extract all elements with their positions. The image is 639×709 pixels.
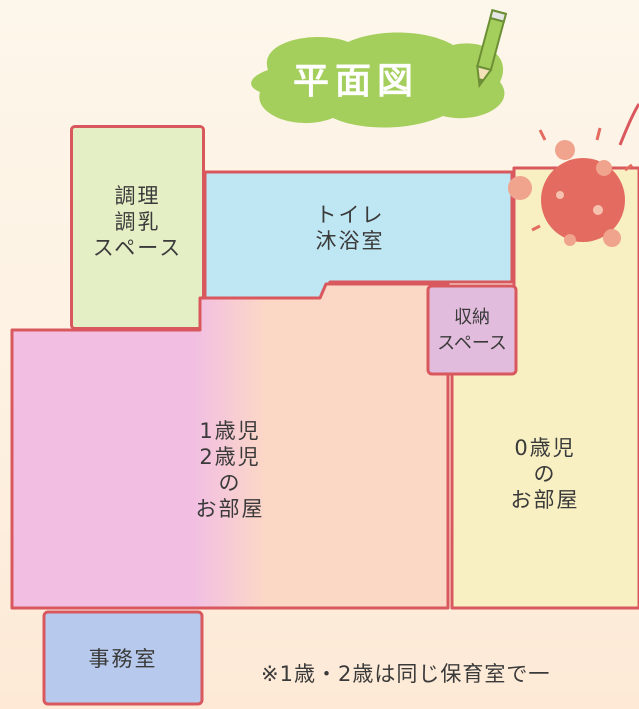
page-title: 平面図 — [292, 61, 419, 102]
title-blob — [251, 32, 505, 128]
kitchen-label: 調理 調乳 スペース — [92, 184, 183, 260]
office-label: 事務室 — [88, 647, 158, 671]
age0-label: 0歳児 の お部屋 — [510, 436, 580, 512]
storage-room — [426, 284, 518, 376]
footnote: ※1歳・2歳は同じ保育室で一 — [261, 662, 551, 686]
apple-icon — [508, 103, 639, 247]
toilet-bath-label: トイレ 沐浴室 — [315, 203, 385, 253]
pencil-icon — [476, 9, 508, 89]
office-room — [42, 610, 204, 706]
age12-room — [10, 282, 450, 610]
storage-label: 収納 スペース — [437, 307, 507, 354]
age12-label: 1歳児 2歳児 の お部屋 — [195, 419, 265, 521]
